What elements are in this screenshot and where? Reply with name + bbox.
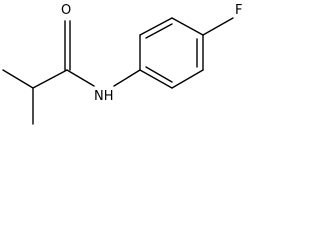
bond-n-ring (113, 69, 141, 87)
fluorine-label: F (235, 3, 242, 18)
ring-bond-5 (171, 69, 204, 89)
nitrogen-label: NH (94, 89, 114, 104)
bond-ch-carbonyl (32, 69, 68, 89)
ring-inner-bond-3 (145, 66, 173, 83)
oxygen-label: O (61, 3, 71, 18)
ring-inner-bond-1 (145, 23, 173, 39)
ring-bond-6 (139, 69, 173, 89)
bond-carbonyl-n (66, 69, 95, 87)
bond-ring-f (202, 17, 234, 36)
bond-methyl-top (2, 69, 34, 89)
molecule-structure: O NH F (2, 3, 242, 125)
ring-bond-3 (171, 17, 204, 36)
ring-bond-2 (139, 17, 173, 36)
